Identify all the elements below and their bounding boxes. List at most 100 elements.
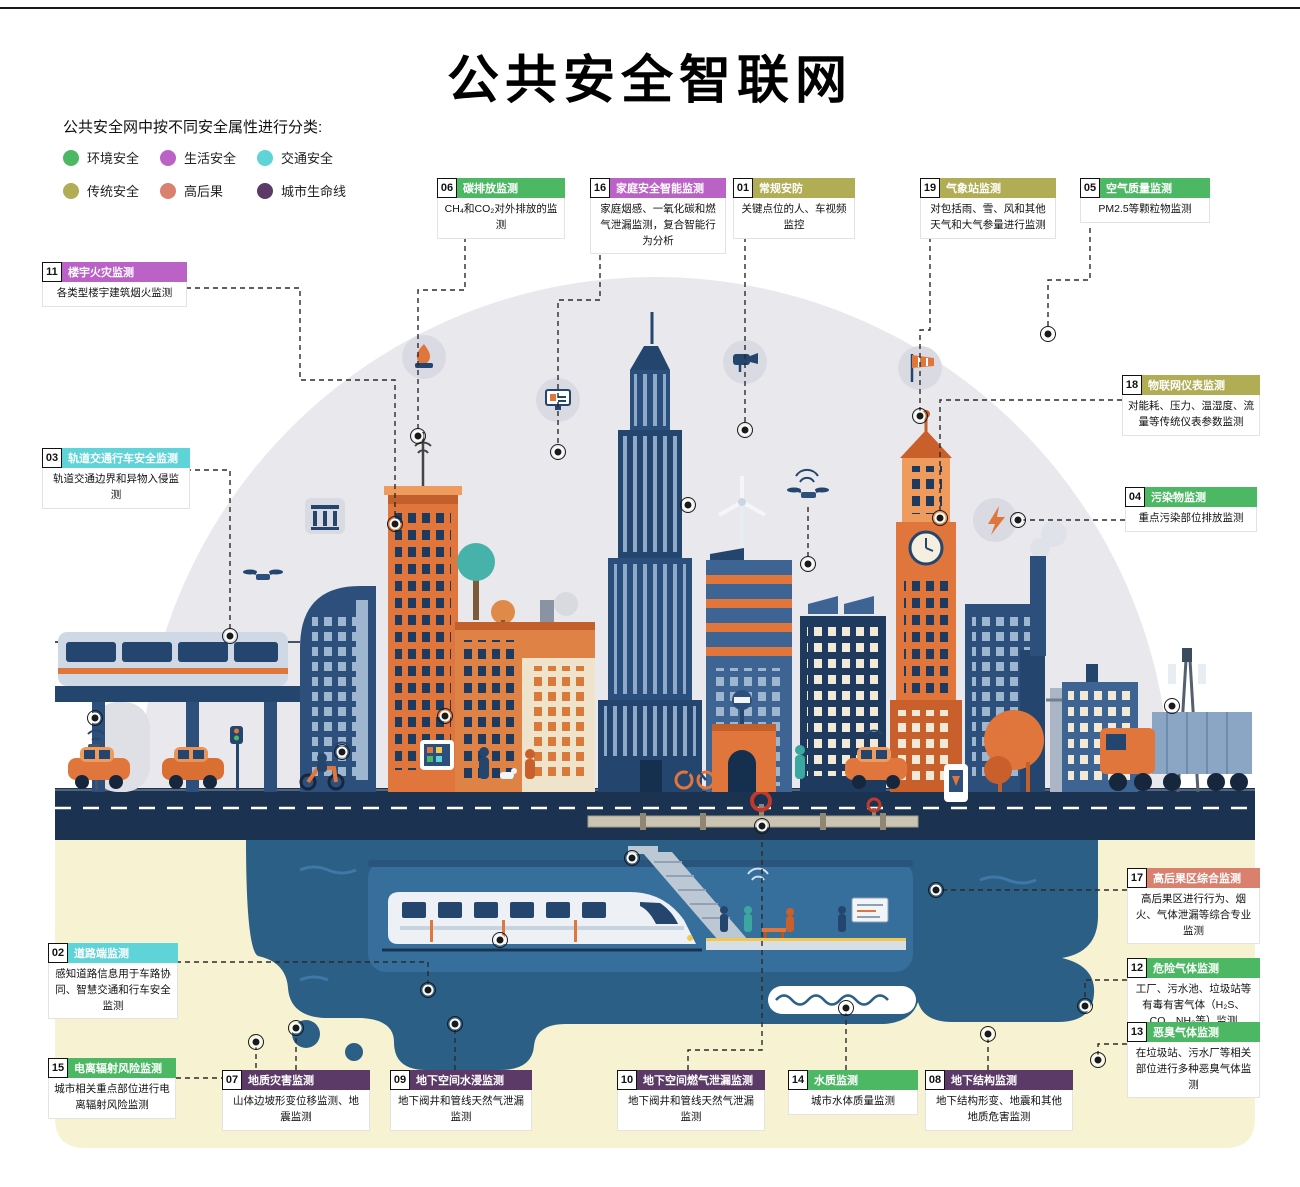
gas-tank — [984, 710, 1044, 770]
callout-description: CH₄和CO₂对外排放的监测 — [437, 198, 565, 239]
road — [55, 788, 1255, 840]
sensor-dot-icon — [800, 556, 816, 572]
sensor-dot-icon — [447, 1016, 463, 1032]
sensor-dot-icon — [1040, 326, 1056, 342]
cctv-camera-icon — [723, 340, 767, 384]
sensor-dot-icon — [492, 932, 508, 948]
callout-description: 地下阀井和管线天然气泄漏监测 — [390, 1090, 532, 1131]
callout-description: 城市相关重点部位进行电离辐射风险监测 — [48, 1078, 176, 1119]
sensor-dots — [87, 326, 1180, 1068]
sensor-dot-icon — [838, 1000, 854, 1016]
callout-number: 14 — [788, 1070, 808, 1090]
legend-item-lifeline: 城市生命线 — [257, 181, 397, 200]
sensor-dot-icon — [87, 710, 103, 726]
top-divider — [0, 7, 1300, 9]
sensor-dot-icon — [1010, 512, 1026, 528]
callout-description: 家庭烟感、一氧化碳和燃气泄漏监测，复合智能行为分析 — [590, 198, 726, 255]
callout-description: 重点污染部位排放监测 — [1125, 507, 1257, 532]
sensor-dot-icon — [387, 516, 403, 532]
callout-number: 19 — [920, 178, 940, 198]
callout-title: 恶臭气体监测 — [1147, 1022, 1260, 1042]
legend-item-environment: 环境安全 — [63, 148, 160, 167]
clock-tower — [890, 410, 962, 792]
sensor-dot-icon — [932, 510, 948, 526]
wifi-icon — [795, 469, 819, 483]
metro-roundel-icon — [734, 697, 750, 703]
legend-dot-icon — [63, 182, 79, 199]
wifi-icon — [333, 741, 351, 747]
legend: 环境安全 生活安全 交通安全 传统安全 高后果 城市生命线 — [63, 148, 397, 200]
solar-panel — [710, 548, 744, 560]
bench — [762, 928, 786, 938]
truck — [1100, 712, 1252, 791]
info-board-icon — [851, 897, 889, 923]
callout-title: 地下结构监测 — [945, 1070, 1073, 1090]
phone-kiosk-icon — [944, 764, 968, 802]
sensor-dot-icon — [248, 1034, 264, 1050]
callout-description: 地下阀井和管线天然气泄漏监测 — [617, 1090, 765, 1131]
callout-title: 电离辐射风险监测 — [68, 1058, 176, 1078]
wifi-icon — [87, 729, 105, 741]
pedestrian — [525, 749, 535, 779]
callout-title: 道路端监测 — [68, 943, 178, 963]
passenger — [838, 906, 846, 932]
callout-title: 家庭安全智能监测 — [610, 178, 726, 198]
legend-dot-icon — [63, 149, 79, 166]
orange-tower — [384, 432, 462, 792]
solar-panel — [808, 596, 838, 614]
sensor-dot-icon — [420, 982, 436, 998]
callout-number: 01 — [733, 178, 753, 198]
legend-dot-icon — [160, 149, 176, 166]
callout-number: 10 — [617, 1070, 637, 1090]
callout-title: 危险气体监测 — [1147, 958, 1260, 978]
legend-caption: 公共安全网中按不同安全属性进行分类: — [63, 119, 323, 136]
callout-title: 常规安防 — [753, 178, 855, 198]
callout-title: 污染物监测 — [1145, 487, 1257, 507]
callout-title: 空气质量监测 — [1100, 178, 1210, 198]
sensor-dot-icon — [1077, 998, 1093, 1014]
callout-description: 关键点位的人、车视频监控 — [733, 198, 855, 239]
lightning-icon — [973, 498, 1017, 542]
callout-description: 山体边坡形变位移监测、地震监测 — [222, 1090, 370, 1131]
mid-orange-building — [455, 592, 595, 792]
taxi — [845, 729, 907, 789]
taxi — [68, 747, 130, 789]
metro-train — [382, 867, 769, 952]
callout-number: 12 — [1127, 958, 1147, 978]
valve-icon — [866, 797, 882, 816]
callout-description: PM2.5等颗粒物监测 — [1080, 198, 1210, 223]
passenger — [744, 906, 752, 932]
legend-item-high-consequence: 高后果 — [160, 181, 257, 200]
app-panel-icon — [420, 740, 454, 770]
central-skyscraper — [598, 312, 702, 792]
sensor-dot-icon — [912, 408, 928, 424]
sensor-dot-icon — [1090, 1052, 1106, 1068]
legend-item-life: 生活安全 — [160, 148, 257, 167]
trees — [457, 543, 515, 636]
metro-station-icon — [305, 498, 345, 534]
car — [162, 747, 224, 789]
callout-number: 06 — [437, 178, 457, 198]
callout-description: 高后果区进行行为、烟火、气体泄漏等综合专业监测 — [1127, 888, 1260, 945]
callout-number: 03 — [42, 448, 62, 468]
callout-description: 地下结构形变、地震和其他地质危害监测 — [925, 1090, 1073, 1131]
sensor-dot-icon — [437, 708, 453, 724]
pipeline — [587, 790, 919, 830]
callout-number: 15 — [48, 1058, 68, 1078]
rooftop-tank — [1086, 664, 1098, 682]
callout-number: 05 — [1080, 178, 1100, 198]
pedestrian — [479, 747, 489, 779]
callout-description: 对包括雨、雪、风和其他天气和大气参量进行监测 — [920, 198, 1056, 239]
sensor-dot-icon — [334, 744, 350, 760]
callout-description: 对能耗、压力、温湿度、流量等传统仪表参数监测 — [1122, 395, 1260, 436]
